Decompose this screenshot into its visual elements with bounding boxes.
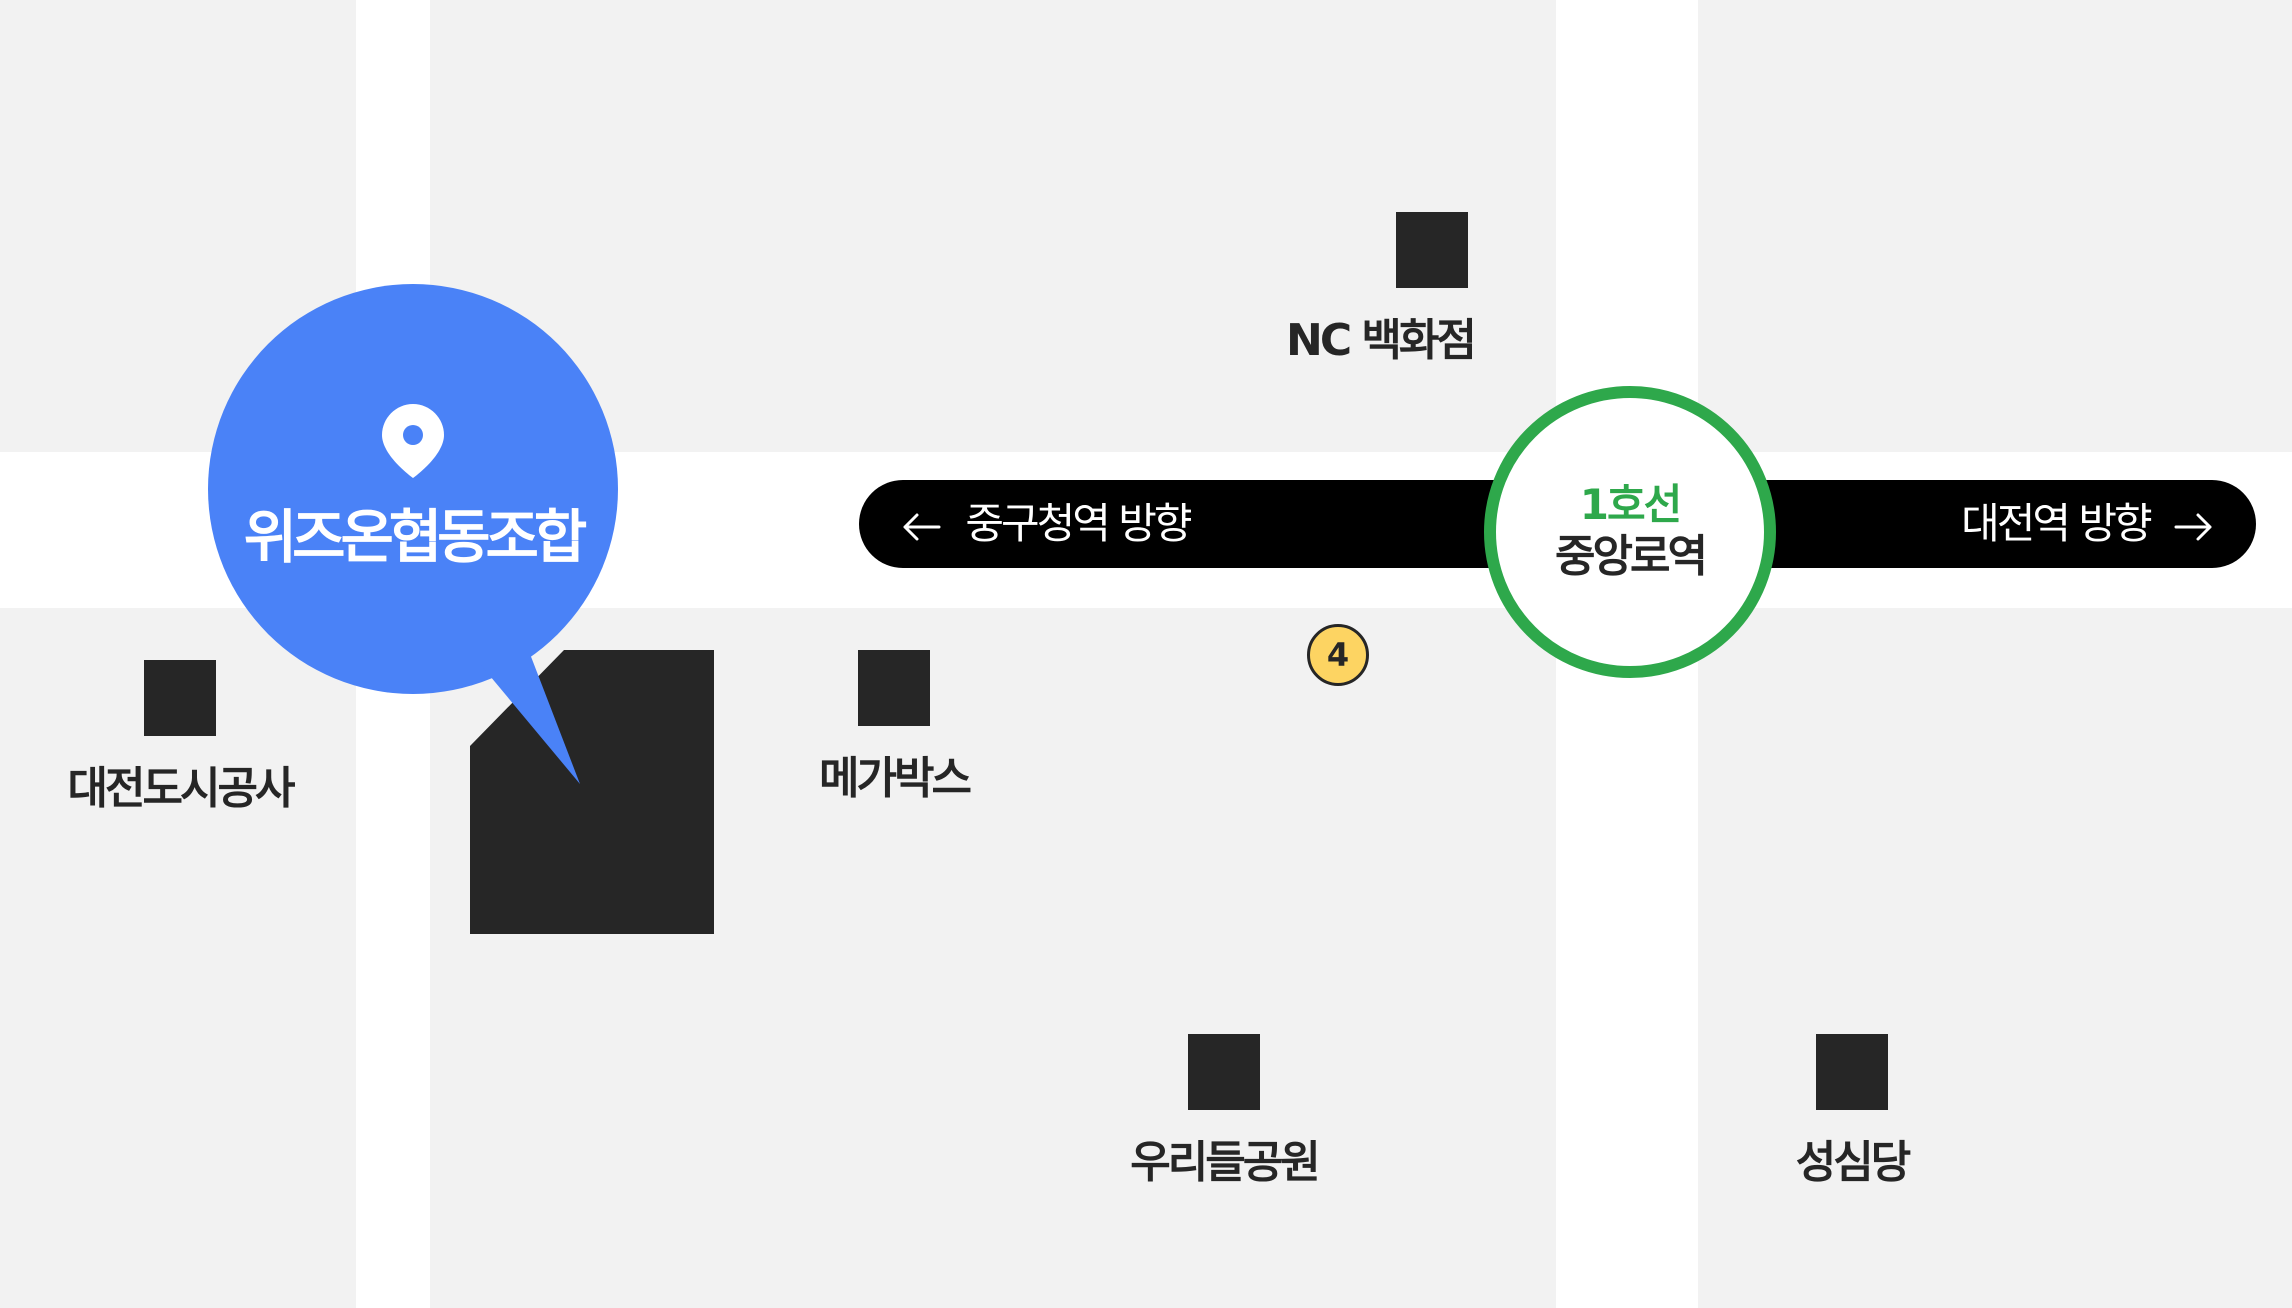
megabox-marker (858, 650, 930, 726)
urideul-park-marker (1188, 1034, 1260, 1110)
location-pin-icon (382, 404, 444, 478)
daejeon-urban-corp-marker (144, 660, 216, 736)
sungsimdang-label: 성심당 (1795, 1137, 1911, 1188)
nc-department-store-label: NC 백화점 (1286, 315, 1477, 366)
direction-left-label: 중구청역 방향 (965, 499, 1192, 548)
metro-line-label: 1호선 (1579, 480, 1683, 529)
megabox-label: 메가박스 (819, 753, 972, 804)
direction-right: 대전역 방향 (1961, 480, 2214, 568)
direction-right-label: 대전역 방향 (1961, 499, 2153, 548)
station-exit-badge: 4 (1307, 624, 1369, 686)
urideul-park-label: 우리들공원 (1130, 1137, 1320, 1188)
sungsimdang-marker (1816, 1034, 1888, 1110)
metro-station-name: 중앙로역 (1555, 531, 1708, 582)
daejeon-urban-corp-label: 대전도시공사 (67, 763, 296, 814)
destination-name: 위즈온협동조합 (243, 503, 588, 571)
destination-callout (208, 284, 618, 784)
direction-left: 중구청역 방향 (901, 480, 1193, 568)
nc-department-store-marker (1396, 212, 1468, 288)
arrow-left-icon (903, 513, 941, 540)
metro-station: 1호선 중앙로역 (1484, 386, 1776, 678)
arrow-right-icon (2174, 513, 2212, 540)
